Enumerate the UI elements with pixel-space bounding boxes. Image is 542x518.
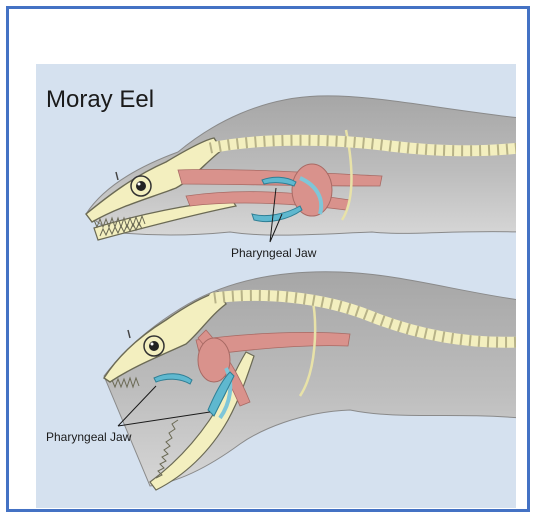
top-eel: [86, 96, 520, 242]
bottom-eel: [104, 272, 520, 490]
pharyngeal-jaw-label-top: Pharyngeal Jaw: [231, 246, 316, 260]
figure-title: Moray Eel: [46, 86, 154, 114]
bottom-muscle-round: [198, 338, 230, 382]
pharyngeal-jaw-label-bottom: Pharyngeal Jaw: [46, 430, 131, 444]
